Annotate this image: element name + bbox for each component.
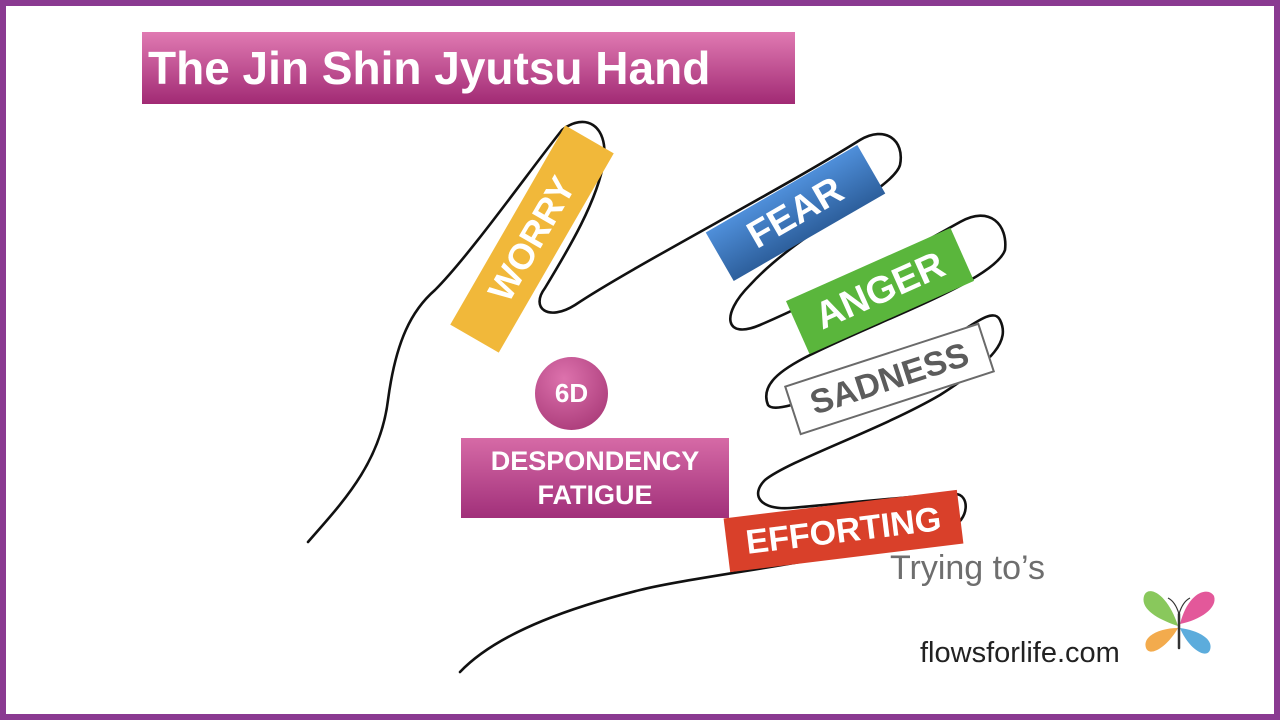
palm-label: DESPONDENCY FATIGUE [461, 438, 729, 518]
little-finger-note: Trying to’s [890, 549, 1045, 587]
palm-badge-6d: 6D [535, 357, 608, 430]
palm-label-line2: FATIGUE [537, 480, 653, 510]
page-title: The Jin Shin Jyutsu Hand [142, 32, 795, 104]
butterfly-logo-icon [1143, 591, 1215, 654]
website-url: flowsforlife.com [920, 637, 1120, 669]
palm-label-line1: DESPONDENCY [490, 446, 700, 476]
